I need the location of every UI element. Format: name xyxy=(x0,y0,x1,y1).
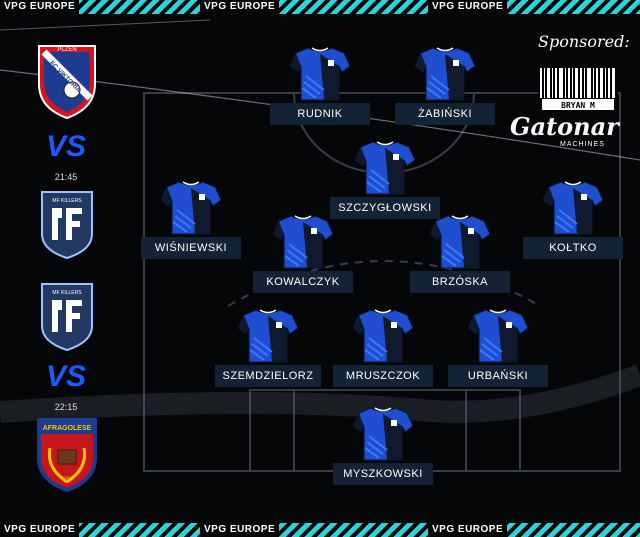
crest-text: MF KILLERS xyxy=(52,198,82,204)
player-name: MYSZKOWSKI xyxy=(333,463,433,485)
vs-label: VS xyxy=(46,360,87,393)
player-slot: SZEMDZIELORZ xyxy=(213,308,323,387)
player-slot: MYSZKOWSKI xyxy=(328,406,438,485)
player-slot: SZCZYGŁOWSKI xyxy=(330,140,440,219)
player-slot: WIŚNIEWSKI xyxy=(136,180,246,259)
sponsor-brand-sub: MACHINES xyxy=(560,141,605,148)
mf-killers-crest-icon: MF KILLERS xyxy=(41,283,93,352)
header-label: VPG EUROPE xyxy=(428,0,508,14)
jersey-icon xyxy=(430,214,490,270)
crest-text: AFRAGOLESE xyxy=(43,425,92,432)
player-name: RUDNIK xyxy=(270,103,370,125)
crest-year: 1944 xyxy=(61,476,72,482)
jersey-icon xyxy=(543,180,603,236)
jersey-icon xyxy=(468,308,528,364)
player-name: KOWALCZYK xyxy=(253,271,353,293)
player-name: SZEMDZIELORZ xyxy=(214,365,322,387)
viktoria-plzen-crest-icon: PLZEŇ FC VIKTORIA xyxy=(38,45,96,120)
barcode-icon: BRYAN M xyxy=(538,66,618,112)
player-slot: URBAŃSKI xyxy=(443,308,553,387)
footer-label: VPG EUROPE xyxy=(200,523,280,537)
player-slot: RUDNIK xyxy=(265,46,375,125)
player-slot: KOWALCZYK xyxy=(248,214,358,293)
player-name: MRUSZCZOK xyxy=(333,365,433,387)
afragolese-crest-icon: AFRAGOLESE 1944 xyxy=(37,418,97,492)
player-name: KOŁTKO xyxy=(523,237,623,259)
player-name: ŻABIŃSKI xyxy=(395,103,495,125)
footer-label: VPG EUROPE xyxy=(428,523,508,537)
player-name: BRZÓSKA xyxy=(410,271,510,293)
sponsored-label: Sponsored: xyxy=(538,32,630,51)
jersey-icon xyxy=(161,180,221,236)
header-label: VPG EUROPE xyxy=(0,0,80,14)
jersey-icon xyxy=(353,406,413,462)
player-slot: MRUSZCZOK xyxy=(328,308,438,387)
vs-label: VS xyxy=(46,130,87,163)
player-slot: KOŁTKO xyxy=(518,180,628,259)
jersey-icon xyxy=(353,308,413,364)
player-slot: BRZÓSKA xyxy=(405,214,515,293)
header-label: VPG EUROPE xyxy=(200,0,280,14)
kickoff-time: 21:45 xyxy=(54,172,78,182)
player-name: SZCZYGŁOWSKI xyxy=(330,197,440,219)
jersey-icon xyxy=(290,46,350,102)
mf-killers-crest-icon: MF KILLERS xyxy=(41,191,93,260)
jersey-icon xyxy=(355,140,415,196)
kickoff-time: 22:15 xyxy=(54,402,78,412)
jersey-icon xyxy=(273,214,333,270)
crest-top-text: PLZEŇ xyxy=(57,46,76,53)
footer-stripe: VPG EUROPE VPG EUROPE VPG EUROPE xyxy=(0,523,640,537)
jersey-icon xyxy=(238,308,298,364)
header-stripe: VPG EUROPE VPG EUROPE VPG EUROPE xyxy=(0,0,640,14)
player-slot: ŻABIŃSKI xyxy=(390,46,500,125)
player-name: URBAŃSKI xyxy=(448,365,548,387)
sponsor-brand: Gatonar xyxy=(510,112,619,141)
barcode-text: BRYAN M xyxy=(561,101,595,110)
crest-text: MF KILLERS xyxy=(52,290,82,296)
player-name: WIŚNIEWSKI xyxy=(141,237,241,259)
footer-label: VPG EUROPE xyxy=(0,523,80,537)
jersey-icon xyxy=(415,46,475,102)
